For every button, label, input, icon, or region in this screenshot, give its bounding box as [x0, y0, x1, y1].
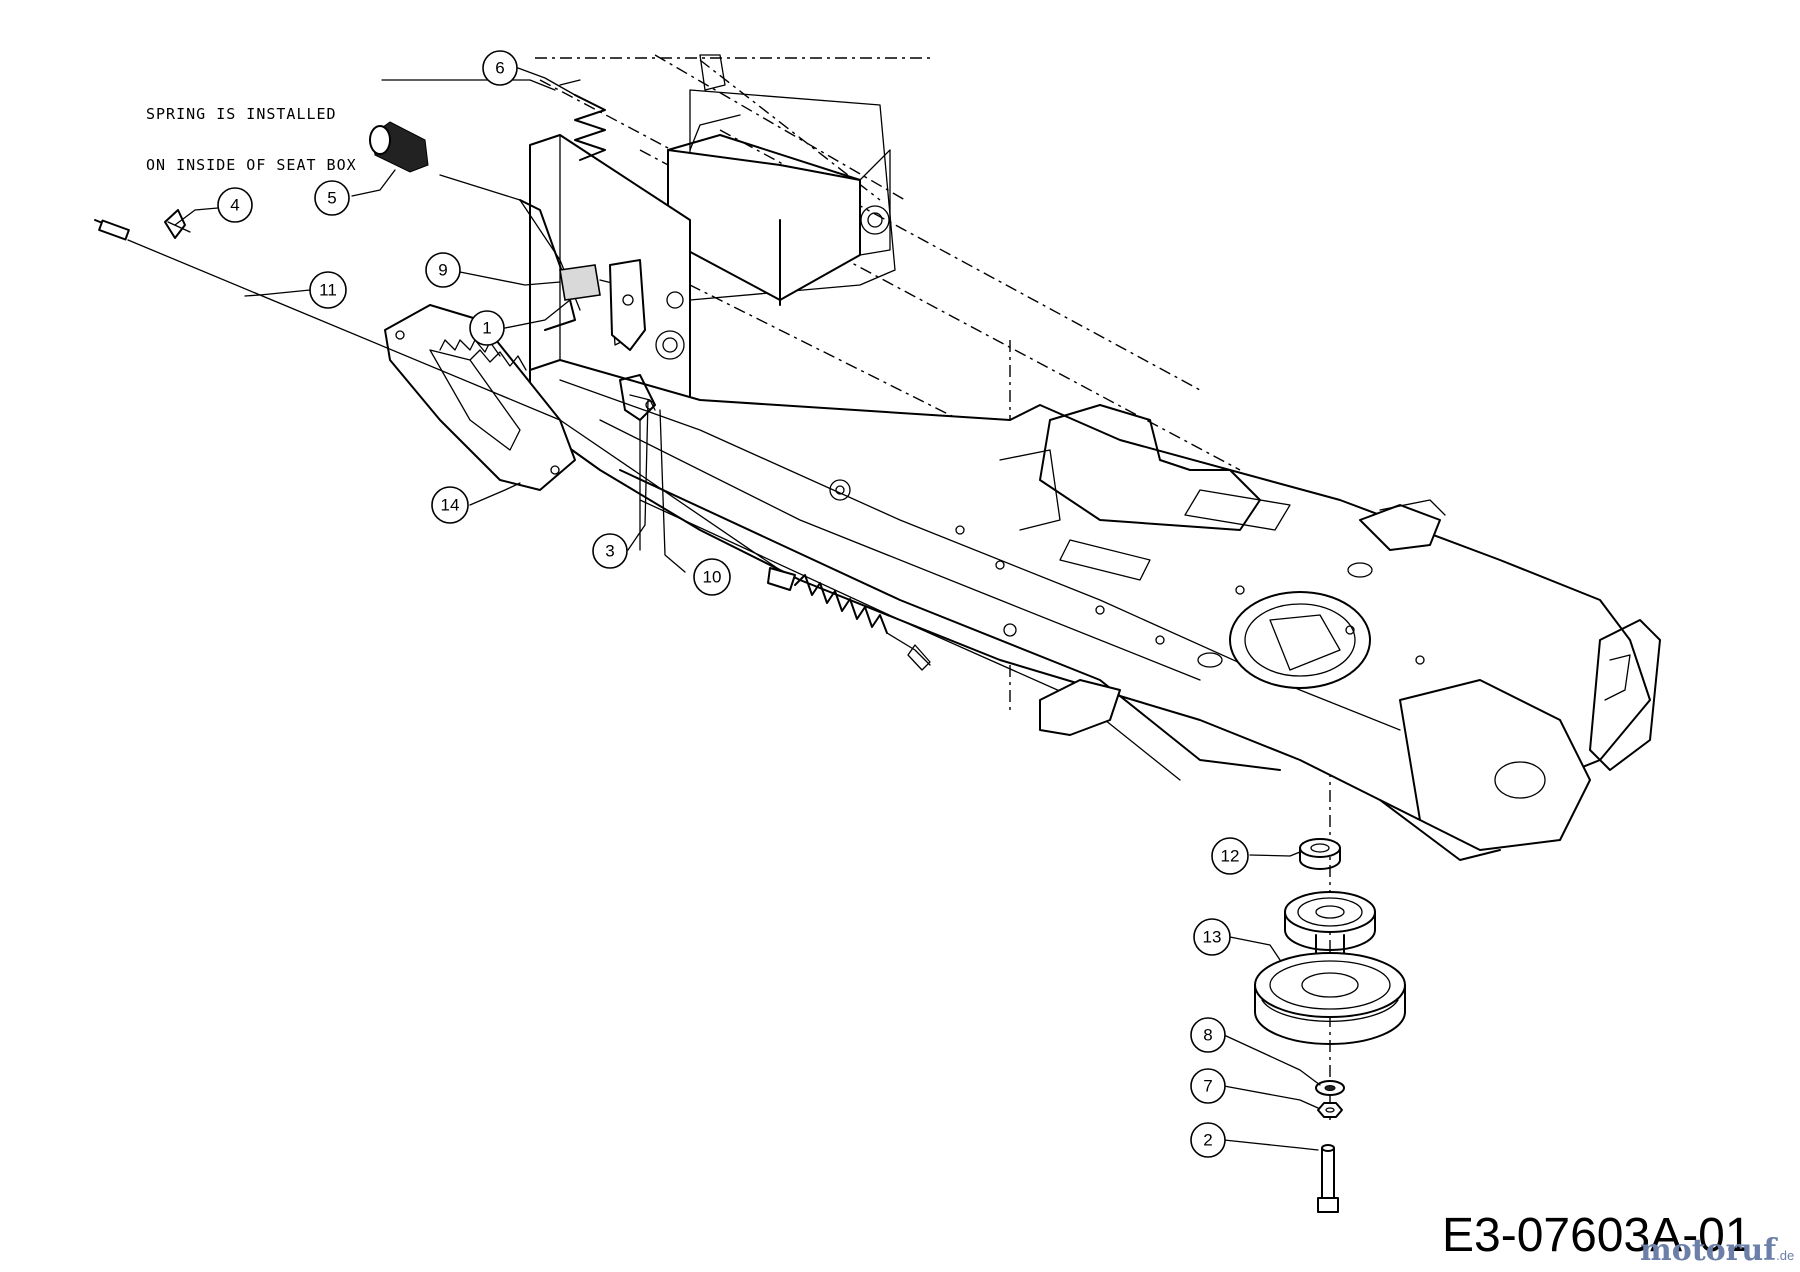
- callout-11-label: 11: [319, 281, 337, 300]
- callout-2-label: 2: [1203, 1131, 1212, 1150]
- watermark: motoruf.de: [1640, 1233, 1794, 1268]
- callout-7: 7: [1190, 1068, 1226, 1104]
- part-8-washer: [1315, 1080, 1345, 1096]
- part-13-pulley: [1254, 891, 1406, 1045]
- callout-13: 13: [1193, 918, 1231, 956]
- callout-8-label: 8: [1203, 1026, 1212, 1045]
- part-4-clip: [164, 209, 191, 239]
- callout-8: 8: [1190, 1017, 1226, 1053]
- callout-7-label: 7: [1203, 1077, 1212, 1096]
- callout-10-label: 10: [703, 568, 722, 587]
- part-7-nut: [1317, 1102, 1343, 1118]
- part-6-spring: [559, 79, 606, 161]
- callout-5-label: 5: [327, 189, 336, 208]
- callout-13-label: 13: [1203, 928, 1222, 947]
- callout-5: 5: [314, 180, 350, 216]
- part-10-clip: [629, 394, 656, 411]
- callout-6-label: 6: [495, 59, 504, 78]
- watermark-suffix: .de: [1776, 1248, 1795, 1263]
- callout-1: 1: [469, 310, 505, 346]
- callout-14-label: 14: [441, 496, 460, 515]
- callout-10: 10: [693, 558, 731, 596]
- callout-9-label: 9: [438, 261, 447, 280]
- part-11-cable: [94, 219, 931, 671]
- part-12-bushing: [1299, 838, 1341, 870]
- part-1-bracket: [609, 259, 646, 351]
- drawing-code: E3-07603A-01: [1442, 1209, 1752, 1262]
- spring-note: SPRING IS INSTALLED ON INSIDE OF SEAT BO…: [146, 72, 357, 208]
- frame-rivets: [835, 485, 1425, 665]
- callout-12: 12: [1211, 837, 1249, 875]
- callout-1-label: 1: [482, 319, 491, 338]
- part-2-bolt: [1317, 1144, 1339, 1213]
- leader-lines: [174, 67, 1321, 1151]
- spring-note-line-1: SPRING IS INSTALLED: [146, 105, 337, 123]
- chassis-frame: [529, 359, 1661, 861]
- callout-12-label: 12: [1221, 847, 1240, 866]
- part-14-gate-plate: [384, 304, 576, 491]
- seat-box: [667, 114, 891, 306]
- callout-9: 9: [425, 252, 461, 288]
- callout-3: 3: [592, 533, 628, 569]
- callout-3-label: 3: [605, 542, 614, 561]
- watermark-text: motoruf: [1640, 1233, 1777, 1268]
- callout-4: 4: [217, 187, 253, 223]
- callout-4-label: 4: [230, 196, 239, 215]
- callout-11: 11: [309, 271, 347, 309]
- callout-2: 2: [1190, 1122, 1226, 1158]
- callout-6: 6: [482, 50, 518, 86]
- callout-14: 14: [431, 486, 469, 524]
- spring-note-line-2: ON INSIDE OF SEAT BOX: [146, 156, 357, 174]
